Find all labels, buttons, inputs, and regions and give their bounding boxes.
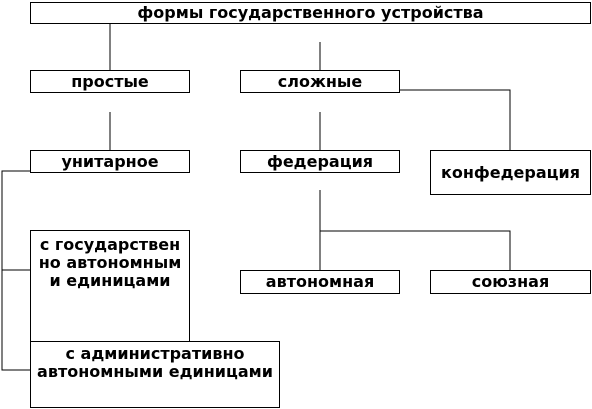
unitary-state-autonomy-label: с государственно автономным и единицами bbox=[38, 235, 182, 290]
unitary-admin-autonomy-label: с административно автономными единицами bbox=[37, 344, 273, 381]
connector-complex-confederation bbox=[400, 89, 511, 150]
connector-federation-union bbox=[320, 230, 511, 270]
unitary-admin-autonomy-box: с административно автономными единицами bbox=[30, 341, 280, 408]
unitary-label: унитарное bbox=[61, 151, 159, 171]
simple-label: простые bbox=[71, 71, 149, 91]
union-label: союзная bbox=[471, 272, 550, 291]
root-label: формы государственного устройства bbox=[137, 3, 484, 22]
federation-box: федерация bbox=[240, 150, 400, 173]
unitary-state-autonomy-box: с государственно автономным и единицами bbox=[30, 230, 190, 342]
simple-box: простые bbox=[30, 70, 190, 93]
autonomous-label: автономная bbox=[265, 272, 375, 291]
union-box: союзная bbox=[430, 270, 591, 294]
confederation-label: конфедерация bbox=[441, 162, 580, 182]
complex-label: сложные bbox=[277, 71, 363, 91]
federation-label: федерация bbox=[266, 151, 374, 171]
autonomous-box: автономная bbox=[240, 270, 400, 294]
unitary-box: унитарное bbox=[30, 150, 190, 173]
confederation-box: конфедерация bbox=[430, 150, 591, 195]
complex-box: сложные bbox=[240, 70, 400, 93]
root-box: формы государственного устройства bbox=[30, 2, 591, 24]
